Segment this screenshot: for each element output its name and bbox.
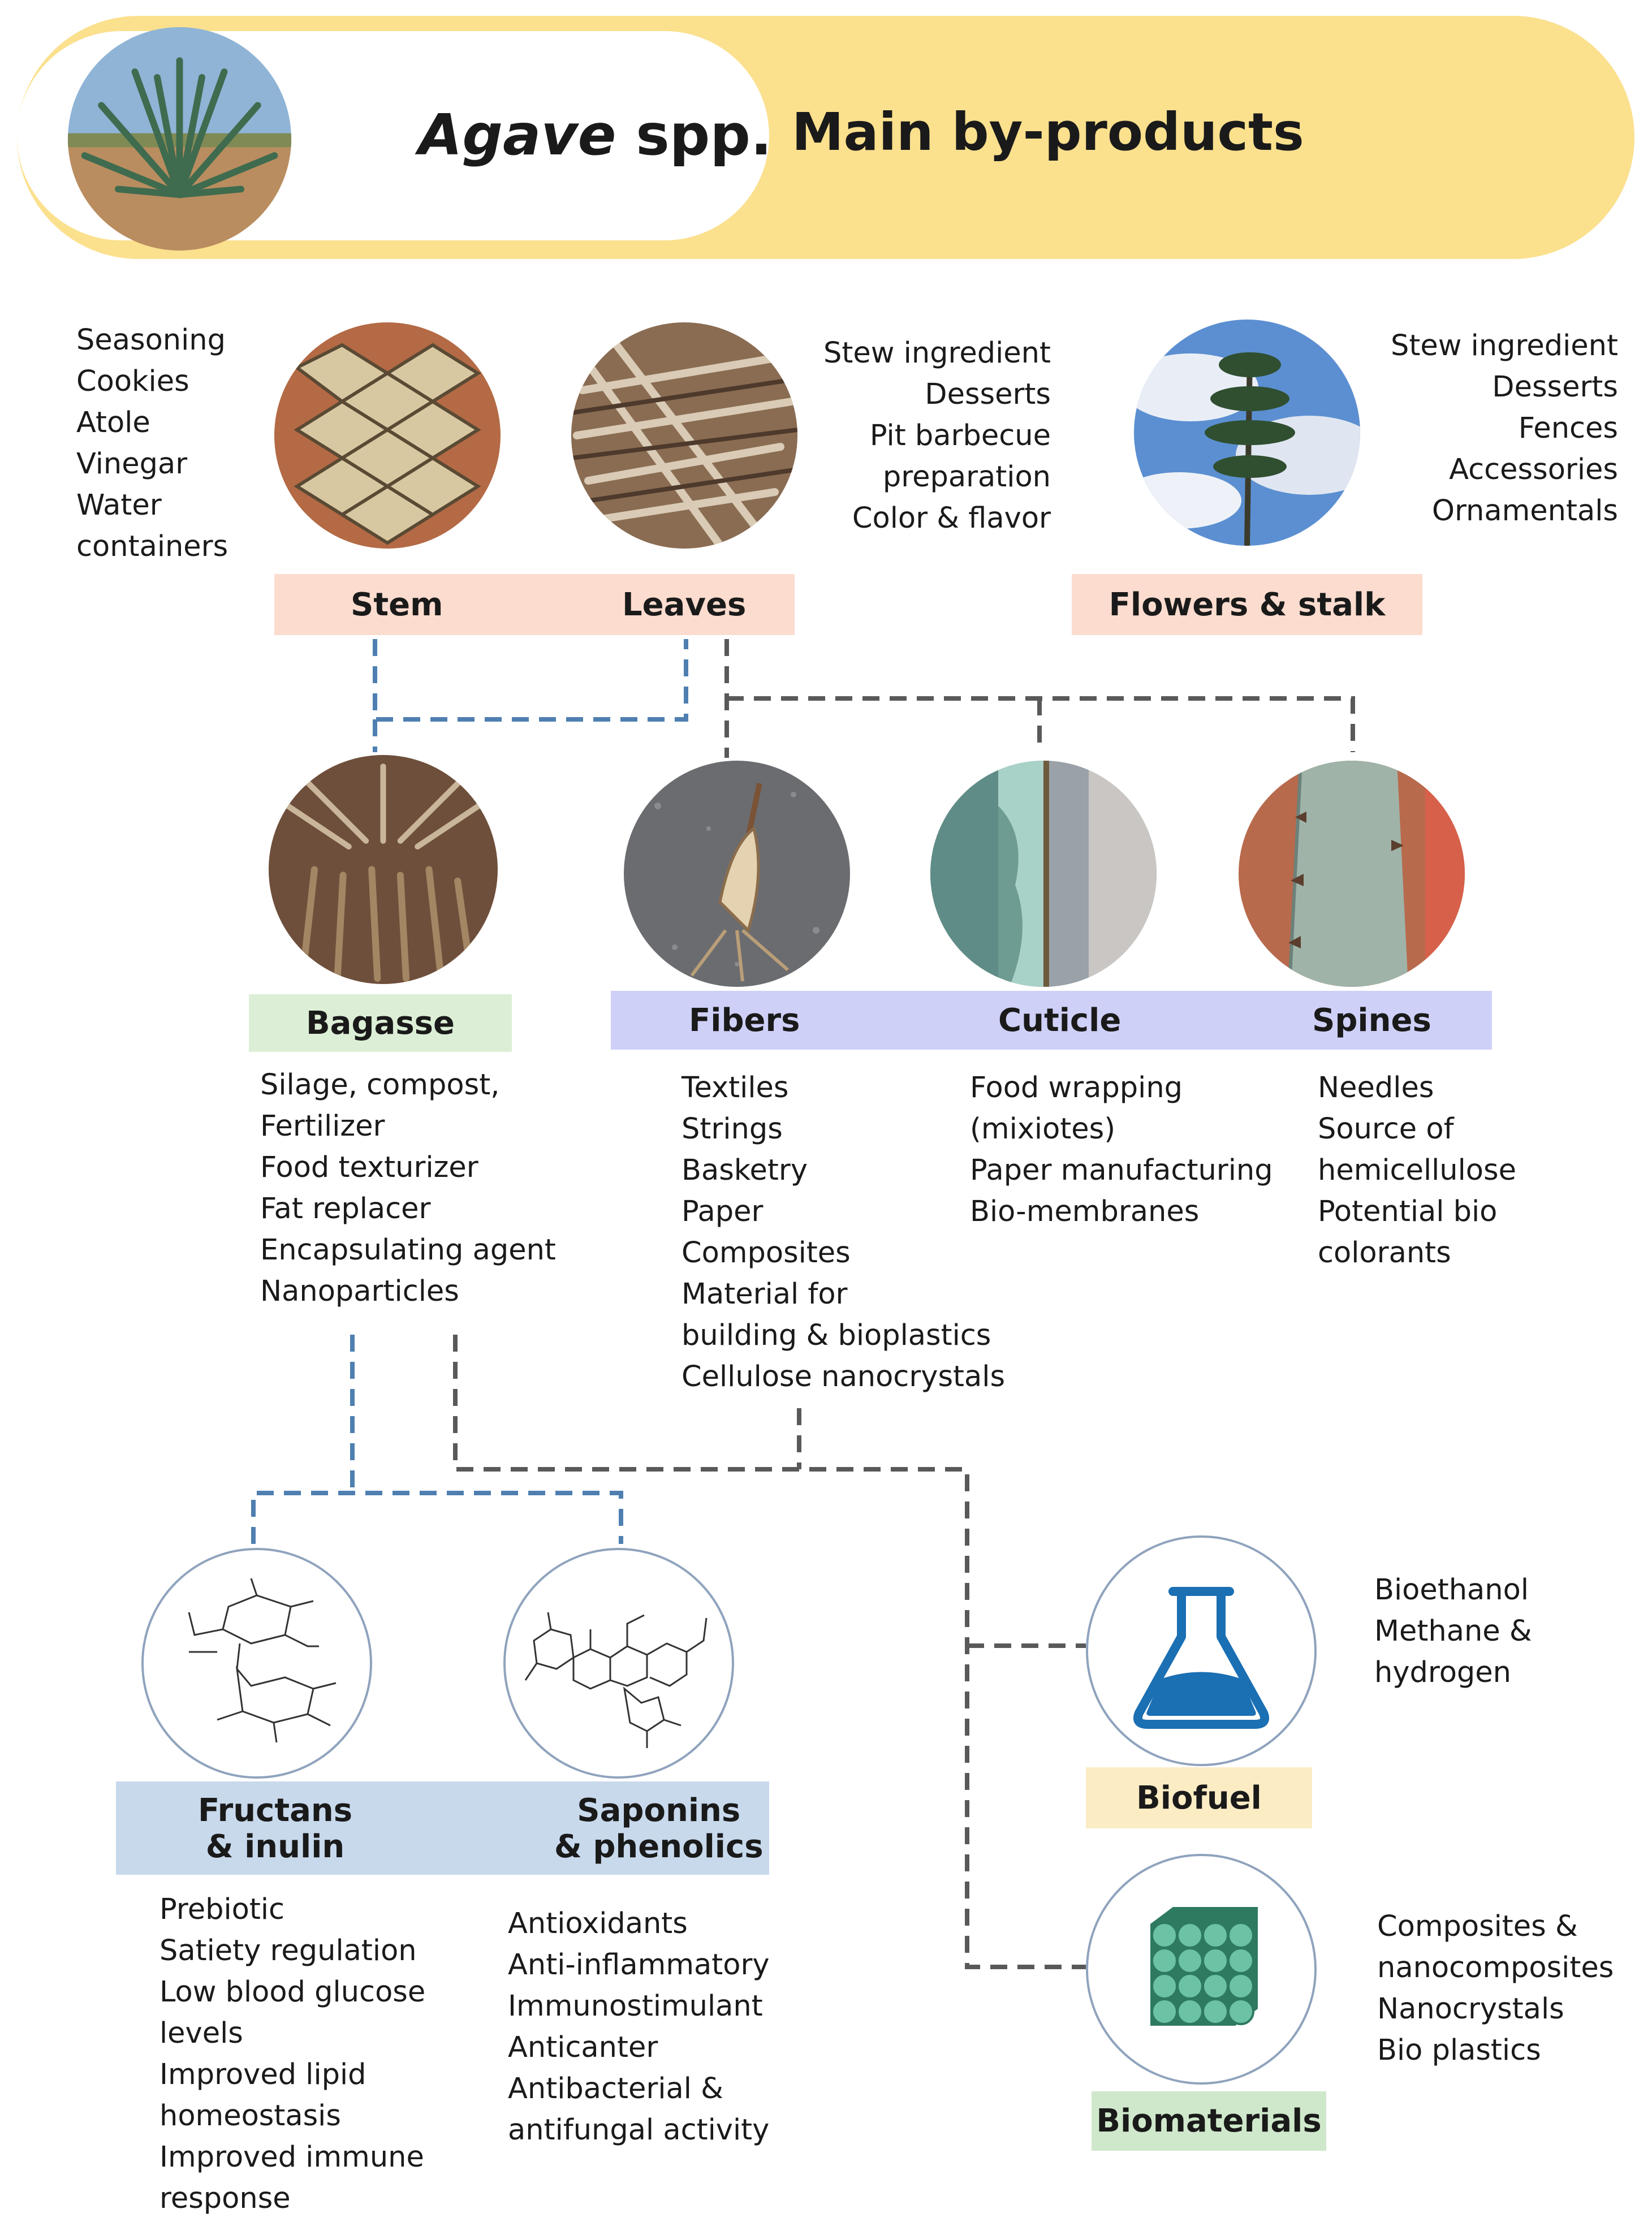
saponins-label: Saponins & phenolics bbox=[554, 1792, 764, 1865]
fibers-cuticle-spines-label-box: Fibers Cuticle Spines bbox=[611, 991, 1492, 1050]
biomaterial-lattice-icon bbox=[1086, 1854, 1317, 2085]
flowers-uses-list: Stew ingredient Desserts Fences Accessor… bbox=[1391, 329, 1618, 528]
fibers-photo bbox=[624, 761, 850, 987]
bioactives-label-box: Fructans & inulin Saponins & phenolics bbox=[116, 1781, 769, 1875]
fructans-uses-list: Prebiotic Satiety regulation Low blood g… bbox=[159, 1893, 426, 2215]
agave-plant-photo bbox=[68, 27, 291, 251]
fibers-label: Fibers bbox=[689, 1002, 800, 1039]
fibers-uses-list: Textiles Strings Basketry Paper Composit… bbox=[681, 1071, 1006, 1393]
bagasse-label: Bagasse bbox=[249, 994, 512, 1052]
saponin-molecule-diagram bbox=[503, 1548, 734, 1779]
cuticle-photo bbox=[930, 761, 1157, 987]
bagasse-photo bbox=[269, 755, 498, 984]
biomaterials-uses-list: Composites & nanocomposites Nanocrystals… bbox=[1377, 1910, 1614, 2067]
fructan-molecule-diagram bbox=[141, 1548, 372, 1779]
saponins-uses-list: Antioxidants Anti-inflammatory Immunosti… bbox=[508, 1907, 770, 2147]
biofuel-label: Biofuel bbox=[1086, 1767, 1312, 1828]
spines-label: Spines bbox=[1312, 1002, 1431, 1039]
leaves-uses-list: Stew ingredient Desserts Pit barbecue pr… bbox=[823, 336, 1051, 535]
connector-leaves-branch bbox=[727, 696, 1355, 752]
connector-bagasse-materials bbox=[453, 1335, 1086, 1969]
biofuel-uses-list: Bioethanol Methane & hydrogen bbox=[1374, 1573, 1532, 1689]
flask-icon bbox=[1086, 1535, 1317, 1766]
cuticle-label: Cuticle bbox=[998, 1002, 1122, 1039]
spines-photo bbox=[1239, 761, 1465, 987]
leaves-label: Leaves bbox=[622, 586, 747, 623]
stem-leaves-label-box: Stem Leaves bbox=[274, 574, 795, 635]
cuticle-uses-list: Food wrapping (mixiotes) Paper manufactu… bbox=[970, 1071, 1273, 1228]
flower-stalk-photo bbox=[1134, 320, 1360, 546]
stem-photo bbox=[274, 322, 501, 549]
page-title: Main by-products bbox=[792, 102, 1304, 162]
flowers-stalk-label: Flowers & stalk bbox=[1072, 574, 1422, 635]
connector-bagasse-bioactives bbox=[251, 1335, 623, 1544]
stem-label: Stem bbox=[351, 586, 443, 623]
connector-stem-bagasse bbox=[373, 639, 688, 722]
leaves-photo bbox=[571, 322, 797, 549]
spines-uses-list: Needles Source of hemicellulose Potentia… bbox=[1318, 1071, 1516, 1270]
biomaterials-label: Biomaterials bbox=[1092, 2091, 1326, 2151]
genus-title: Agave spp. bbox=[419, 102, 772, 168]
stem-uses-list: Seasoning Cookies Atole Vinegar Water co… bbox=[76, 323, 228, 563]
fructans-label: Fructans & inulin bbox=[198, 1792, 353, 1865]
bagasse-uses-list: Silage, compost, Fertilizer Food texturi… bbox=[260, 1068, 556, 1308]
